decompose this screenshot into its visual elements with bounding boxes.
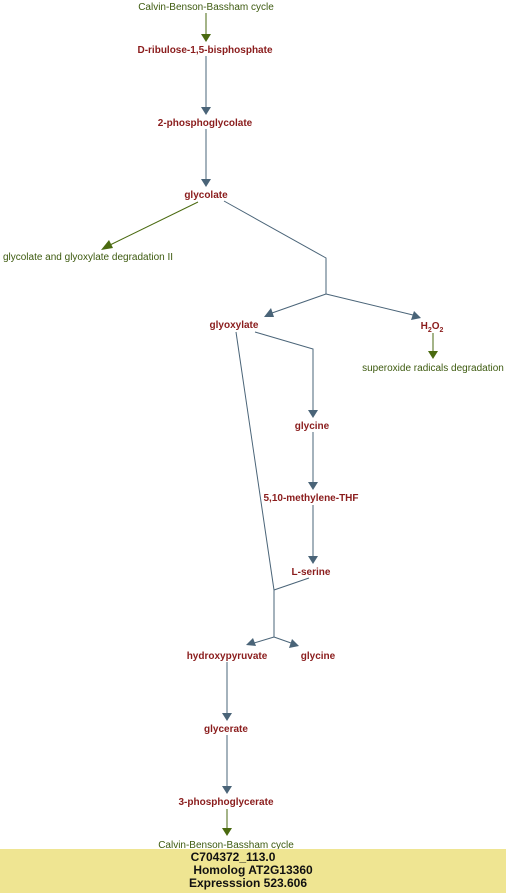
arrowhead [201,107,211,115]
arrowhead [201,179,211,187]
arrowhead [308,410,318,418]
edge-to-hydroxypyruvate [253,636,275,644]
compound-glycerate[interactable]: glycerate [204,724,248,735]
compound-l-serine[interactable]: L-serine [292,567,331,578]
info-homolog: Homolog AT2G13360 [193,863,313,877]
edge-glyoxylate-to-glycine [254,331,314,411]
edge-serine-to-transamination [273,577,310,591]
external-calvin-cycle-bottom[interactable]: Calvin-Benson-Bassham cycle [158,840,294,851]
external-glycolate-degradation[interactable]: glycolate and glyoxylate degradation II [3,252,173,263]
arrowhead [264,308,274,317]
arrowhead [222,713,232,721]
info-gene-id: C704372_113.0 [190,850,276,864]
arrowhead [101,240,113,250]
compound-hydroxypyruvate[interactable]: hydroxypyruvate [187,651,268,662]
h2o2-h: H [421,321,428,332]
arrowhead [289,639,299,648]
edges [101,13,438,836]
arrowhead [308,482,318,490]
h2o2-subscript-1: 2 [428,327,432,334]
compound-rubp[interactable]: D-ribulose-1,5-bisphosphate [137,45,272,56]
compounds: D-ribulose-1,5-bisphosphate 2-phosphogly… [137,45,443,808]
arrowhead [428,351,438,359]
compound-2-phosphoglycolate[interactable]: 2-phosphoglycolate [158,118,253,129]
arrowhead [411,311,421,320]
edge-glycolate-to-branch [223,200,327,294]
edge-glycolate-to-degradation [109,201,199,246]
compound-glycine-2[interactable]: glycine [301,651,336,662]
info-expression: Expresssion 523.606 [188,876,308,890]
external-pathways: Calvin-Benson-Bassham cycle glycolate an… [3,2,504,851]
edge-branch-to-glyoxylate [271,293,327,314]
external-superoxide-degradation[interactable]: superoxide radicals degradation [362,363,504,374]
compound-glyoxylate[interactable]: glyoxylate [210,320,259,331]
arrowhead [222,786,232,794]
external-calvin-cycle-top[interactable]: Calvin-Benson-Bassham cycle [138,2,274,13]
h2o2-o: O [432,321,440,332]
info-panel: C704372_113.0 Homolog AT2G13360 Expresss… [0,849,506,893]
compound-glycine[interactable]: glycine [295,421,330,432]
compound-glycolate[interactable]: glycolate [184,190,228,201]
arrowhead [246,638,256,646]
arrowhead [201,34,211,42]
edge-branch-to-h2o2 [325,293,414,316]
compound-h2o2[interactable]: H2O2 [421,321,444,334]
edge-glyoxylate-to-transamination [235,331,275,591]
h2o2-subscript-2: 2 [440,327,444,334]
edge-to-glycine2 [273,636,292,644]
compound-3-phosphoglycerate[interactable]: 3-phosphoglycerate [178,797,273,808]
compound-methylene-thf[interactable]: 5,10-methylene-THF [263,493,358,504]
arrowhead [222,828,232,836]
arrowhead [308,556,318,564]
